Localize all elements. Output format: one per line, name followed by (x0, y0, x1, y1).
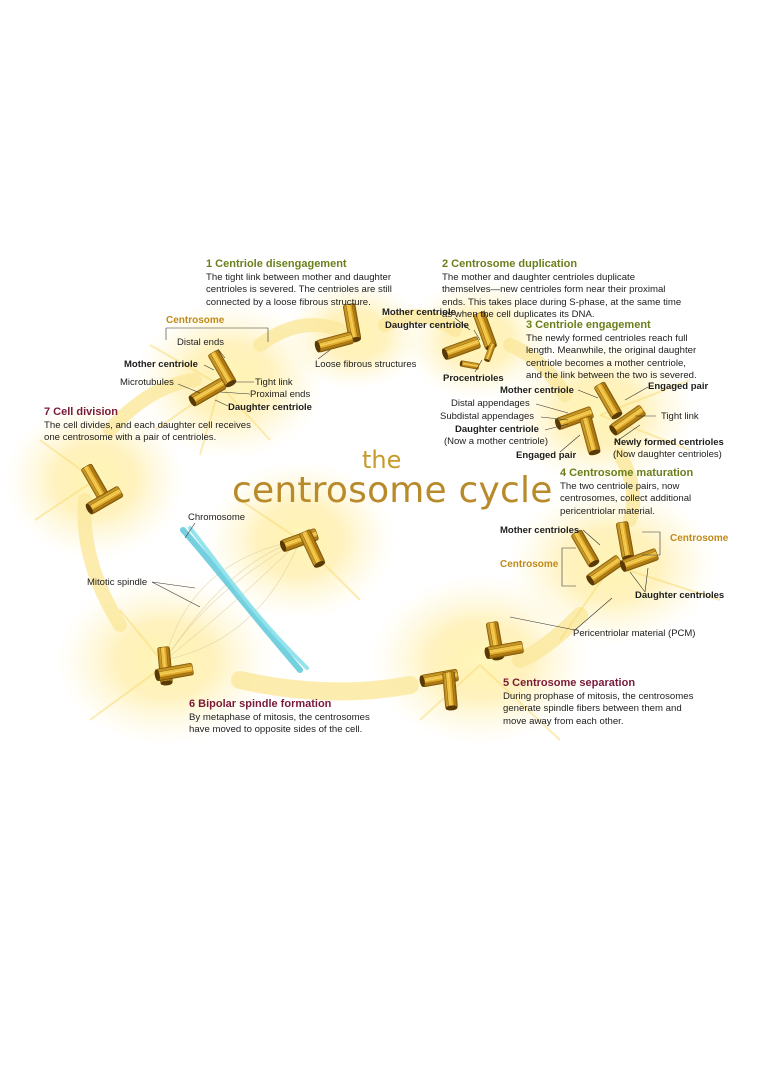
label-procentrioles: Procentrioles (443, 373, 504, 384)
chromosome (180, 526, 309, 673)
label-mother-centriole-1: Mother centriole (124, 359, 198, 370)
label-now-mother: (Now a mother centriole) (444, 436, 549, 447)
label-mitotic-spindle: Mitotic spindle (87, 577, 148, 588)
step7-title: 7 Cell division (44, 406, 118, 418)
step4-title: 4 Centrosome maturation (560, 467, 694, 479)
label-pcm: Pericentriolar material (PCM) (573, 628, 696, 639)
step3-body: The newly formed centrioles reach full l… (526, 333, 697, 381)
label-tight-link-3: Tight link (661, 411, 699, 422)
label-newly-formed: Newly formed centrioles (614, 437, 724, 448)
label-tight-link-1: Tight link (255, 377, 293, 388)
label-mother-centrioles-4: Mother centrioles (500, 525, 580, 536)
title-the: the (362, 446, 402, 474)
step4-body: The two centriole pairs, now centrosomes… (560, 481, 692, 517)
label-engaged-pair-2: Engaged pair (516, 450, 577, 461)
label-centrosome-4a: Centrosome (670, 533, 729, 544)
label-proximal-ends: Proximal ends (250, 389, 311, 400)
label-centrosome-1: Centrosome (166, 315, 225, 326)
label-daughter-centriole-2: Daughter centriole (385, 320, 469, 331)
cycle-arrow-path (77, 309, 641, 701)
label-centrosome-4b: Centrosome (500, 559, 559, 570)
label-microtubules: Microtubules (120, 377, 174, 388)
step1-body: The tight link between mother and daught… (206, 272, 392, 308)
step6-title: 6 Bipolar spindle formation (189, 698, 332, 710)
step1-title: 1 Centriole disengagement (206, 258, 347, 270)
label-mother-centriole-2: Mother centriole (382, 307, 456, 318)
step2-body: The mother and daughter centrioles dupli… (442, 272, 682, 320)
label-chromosome: Chromosome (188, 512, 246, 523)
step7-body: The cell divides, and each daughter cell… (44, 420, 251, 444)
leader-lines (151, 317, 661, 631)
label-daughter-centriole-1: Daughter centriole (228, 402, 312, 413)
step6-body: By metaphase of mitosis, the centrosomes… (189, 712, 370, 736)
label-engaged-pair-1: Engaged pair (648, 381, 709, 392)
label-subdistal-appendages: Subdistal appendages (440, 411, 535, 422)
step2-title: 2 Centrosome duplication (442, 258, 578, 270)
label-now-daughter: (Now daughter centrioles) (613, 449, 722, 460)
label-daughter-centriole-3: Daughter centriole (455, 424, 539, 435)
label-distal-appendages: Distal appendages (451, 398, 530, 409)
label-loose-fibrous: Loose fibrous structures (315, 359, 417, 370)
label-daughter-centrioles-4: Daughter centrioles (635, 590, 725, 601)
step5-body: During prophase of mitosis, the centroso… (503, 691, 694, 727)
label-mother-centriole-3: Mother centriole (500, 385, 574, 396)
step5-title: 5 Centrosome separation (503, 677, 636, 689)
page-title: centrosome cycle (232, 470, 553, 511)
step3-title: 3 Centriole engagement (526, 319, 651, 331)
label-distal-ends: Distal ends (177, 337, 224, 348)
